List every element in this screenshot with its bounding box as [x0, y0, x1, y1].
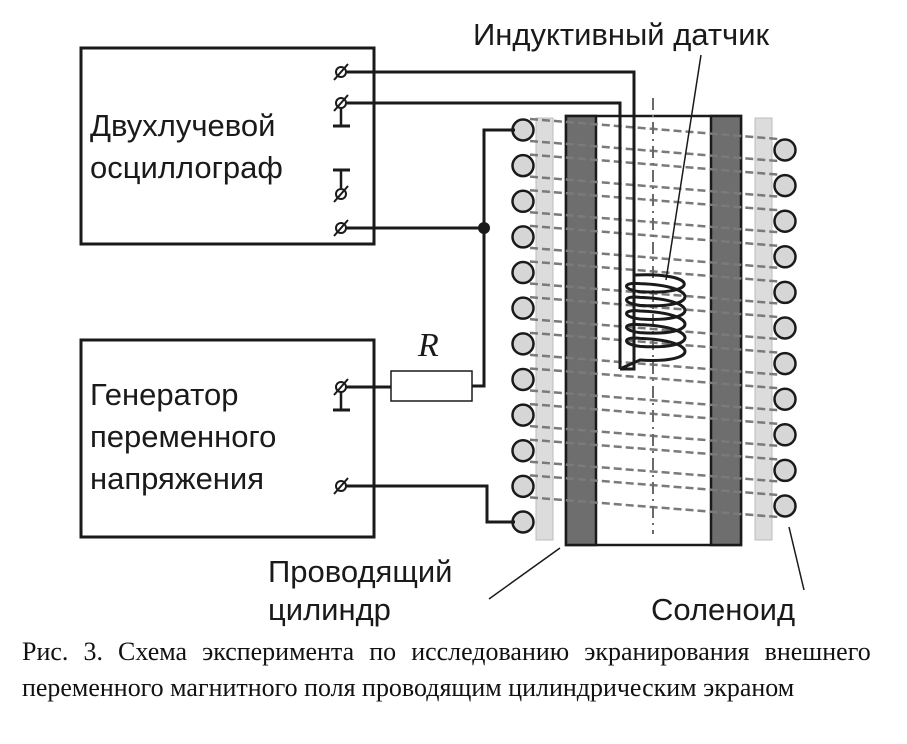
- oscilloscope-terminals: [333, 63, 350, 237]
- cylinder-leader-line: [488, 547, 561, 600]
- solenoid-turn-left: [511, 153, 535, 178]
- solenoid-right-strip: [754, 117, 773, 541]
- solenoid-left-strip: [535, 117, 554, 541]
- solenoid-turn-left: [511, 438, 535, 463]
- solenoid-turns: [511, 118, 797, 534]
- oscilloscope-label-line2: осциллограф: [90, 150, 283, 185]
- wires: [346, 70, 636, 524]
- resistor: [390, 370, 473, 402]
- solenoid-turn-left: [511, 225, 535, 249]
- solenoid-turn-right: [773, 494, 797, 518]
- generator-label-line1: Генератор: [90, 377, 238, 412]
- solenoid-label: Соленоид: [651, 592, 795, 627]
- junction-node: [478, 222, 490, 234]
- cylinder-label-line1: Проводящий: [268, 554, 452, 589]
- wire-osc-ch2-sensor: [346, 101, 622, 369]
- cylinder-right-wall: [709, 114, 743, 547]
- resistor-label: R: [417, 327, 439, 364]
- solenoid-turn-right: [773, 173, 797, 198]
- solenoid-turn-right: [773, 351, 797, 376]
- oscilloscope-box: [79, 46, 376, 246]
- solenoid-turn-front-line: [529, 438, 779, 461]
- solenoid-leader-line: [788, 526, 805, 591]
- solenoid-turn-right: [773, 316, 797, 340]
- wire-osc-ch1-sensor: [346, 70, 636, 371]
- solenoid-turn-right: [773, 387, 797, 411]
- solenoid-turn-left: [511, 510, 535, 534]
- solenoid-turn-back-line: [529, 317, 779, 341]
- terminal-icon: [333, 477, 349, 495]
- inductive-sensor-coil: [621, 273, 687, 370]
- solenoid-turn-left: [511, 260, 535, 285]
- solenoid-turn-left: [511, 296, 535, 320]
- solenoid-turn-right: [773, 423, 797, 447]
- solenoid-turn-left: [511, 474, 535, 499]
- oscilloscope-label-line1: Двухлучевой: [90, 108, 275, 143]
- solenoid-turn-left: [511, 332, 535, 356]
- wire-solenoid-resistor: [472, 128, 515, 388]
- solenoid-turn-back-line: [529, 460, 779, 483]
- solenoid-turn-left: [511, 189, 535, 214]
- solenoid-turn-right: [773, 209, 797, 233]
- terminal-icon: [333, 378, 350, 412]
- ground-terminal-icon: [333, 168, 350, 203]
- solenoid-turn-left: [511, 403, 535, 427]
- sensor-label: Индуктивный датчик: [473, 17, 770, 52]
- solenoid-turn-back-line: [529, 246, 779, 270]
- terminal-icon: [333, 63, 349, 81]
- terminal-icon: [333, 94, 350, 128]
- solenoid-turn-front-line: [529, 367, 779, 390]
- wire-generator-solenoid: [346, 484, 515, 524]
- solenoid-turn-back-line: [529, 175, 779, 198]
- generator-label-line2: переменного: [90, 419, 276, 454]
- solenoid-turn-left: [511, 118, 535, 142]
- generator-terminals: [333, 378, 350, 495]
- solenoid-turn-right: [773, 138, 797, 162]
- solenoid-turn-left: [511, 367, 535, 392]
- solenoid-turn-right: [773, 280, 797, 305]
- generator-box: [79, 338, 376, 539]
- terminal-icon: [333, 219, 349, 237]
- solenoid-turn-right: [773, 458, 797, 483]
- cylinder-left-wall: [564, 114, 598, 547]
- generator-label-line3: напряжения: [90, 461, 264, 496]
- figure-caption: Рис. 3. Схема эксперимента по исследован…: [22, 636, 871, 702]
- cylinder-label-line2: цилиндр: [268, 592, 391, 627]
- solenoid-turn-back-line: [529, 389, 779, 412]
- sensor-leader-line: [665, 54, 702, 281]
- sensor-coil-winding: [621, 273, 687, 370]
- solenoid-turn-right: [773, 245, 797, 269]
